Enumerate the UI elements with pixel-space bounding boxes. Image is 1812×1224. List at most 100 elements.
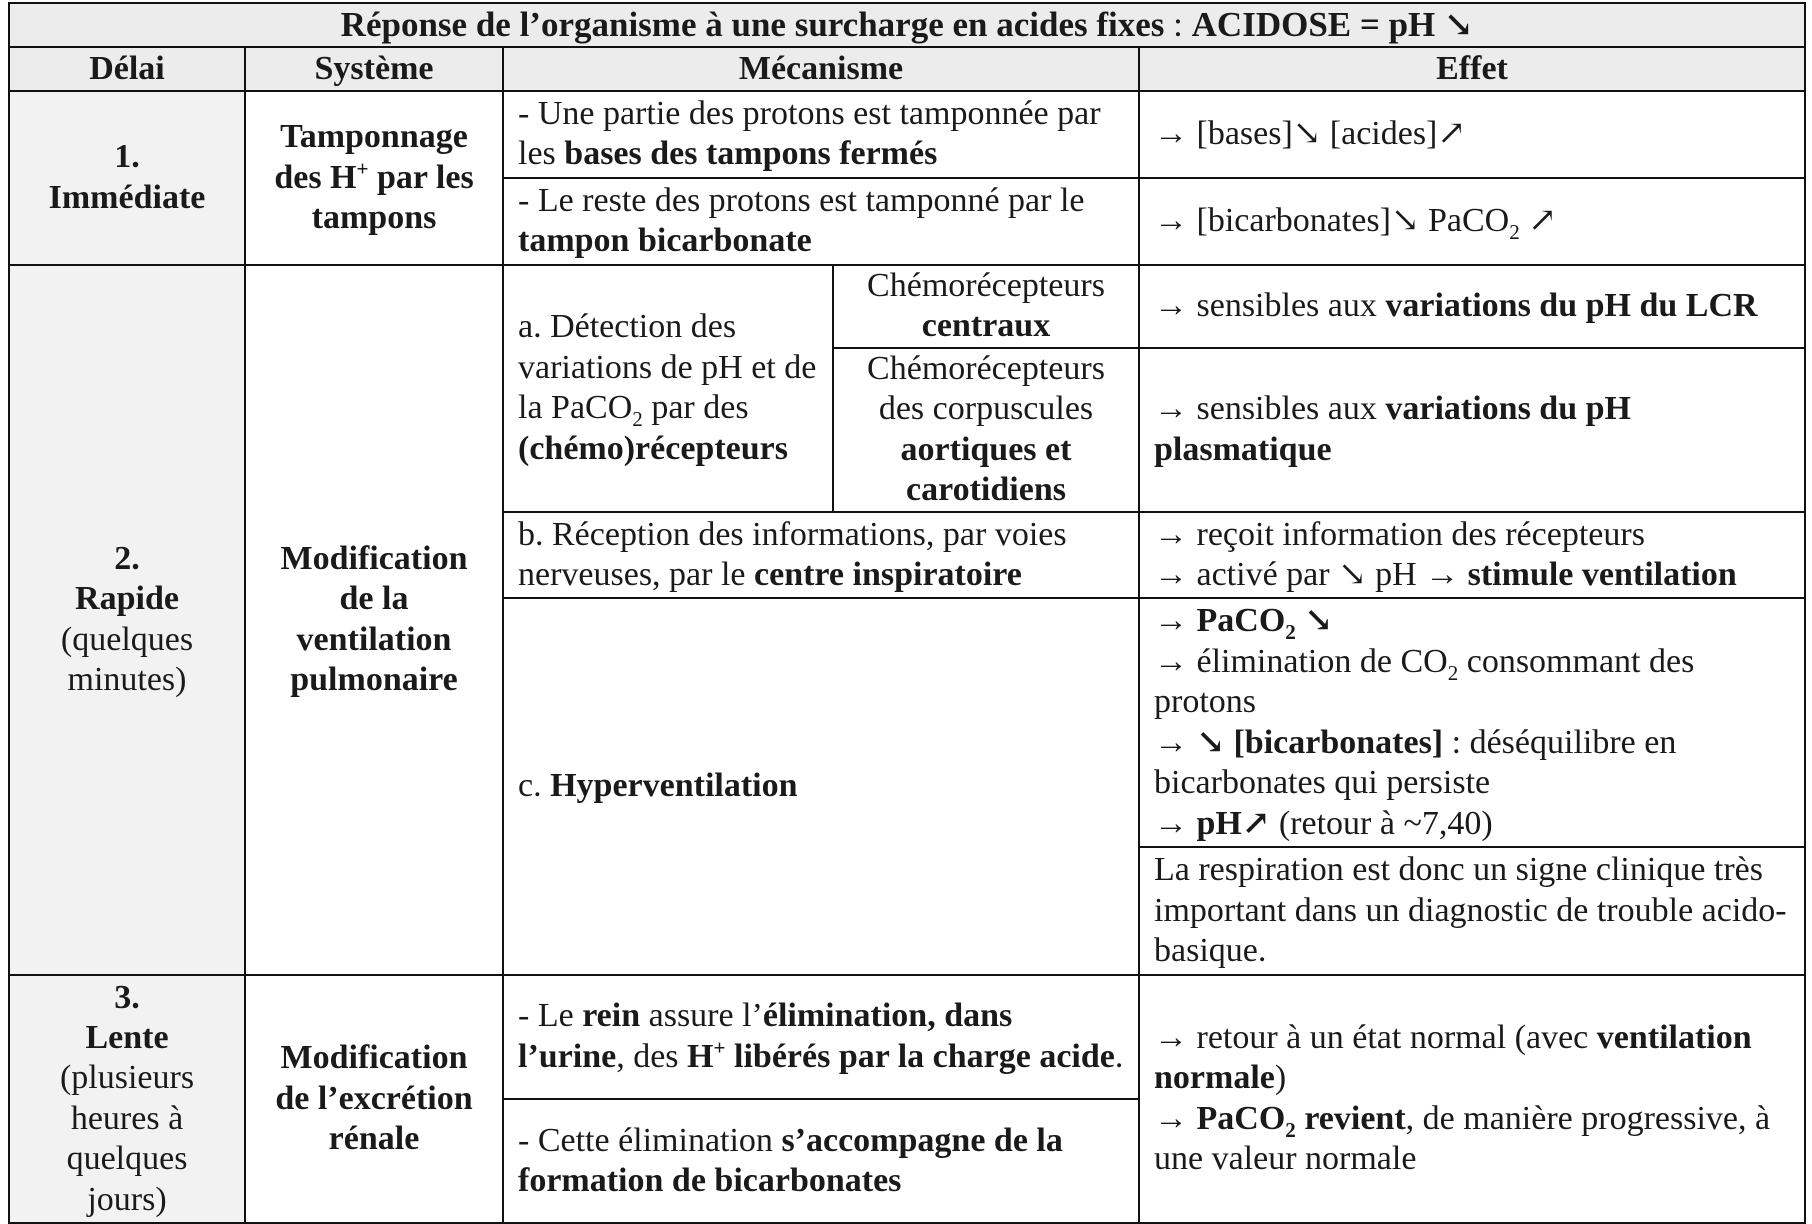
row2-sys-a: Modification bbox=[280, 539, 468, 577]
row2-systeme: Modification de la ventilation pulmonair… bbox=[244, 263, 504, 976]
row1-delai: 1. Immédiate bbox=[8, 90, 246, 266]
row2-delai-label: Rapide bbox=[75, 580, 179, 618]
row1-mech2-text: - Le reste des protons est tamponné par … bbox=[518, 181, 1085, 219]
row1-mech2: - Le reste des protons est tamponné par … bbox=[502, 176, 1140, 266]
row1-effet2-sub: 2 bbox=[1509, 219, 1520, 244]
row3-sys-a: Modification bbox=[280, 1039, 468, 1077]
row2-chemo2-effet: → sensibles aux variations du pH plasmat… bbox=[1137, 346, 1807, 513]
row3-sys-b: de l’excrétion bbox=[275, 1079, 473, 1117]
row2-reception-effet-l1: → reçoit information des récepteurs bbox=[1154, 515, 1645, 553]
row1-sys-sup: + bbox=[356, 156, 369, 181]
row1-mech1-bold: bases des tampons fermés bbox=[564, 135, 938, 173]
row1-delai-num: 1. bbox=[114, 138, 140, 176]
row3-delai: 3. Lente (plusieurs heures à quelques jo… bbox=[8, 973, 246, 1224]
row2-reception-text: b. Réception des informations, par voies… bbox=[518, 515, 1067, 593]
row2-reception-bold: centre inspiratoire bbox=[754, 555, 1022, 593]
row1-effet2: → [bicarbonates]↘ PaCO2 ↗ bbox=[1137, 176, 1807, 266]
row3-mech1-t2: assure l’ bbox=[640, 997, 763, 1035]
row1-effet2-a: → [bicarbonates]↘ PaCO bbox=[1154, 202, 1510, 240]
row2-detection-a: a. Détection des variations de pH et de … bbox=[518, 308, 817, 427]
hyper-effet-l4b: (retour à ~7,40) bbox=[1270, 804, 1493, 842]
row3-mech1-b4: libérés par la charge acide bbox=[725, 1037, 1115, 1075]
row3-delai-num: 3. bbox=[114, 978, 140, 1016]
hyper-effet-l1a: → PaCO bbox=[1154, 602, 1286, 640]
row3-mech2-bold: s’accompagne de la formation de bicarbon… bbox=[518, 1121, 1063, 1200]
row3-delai-p1: (plusieurs bbox=[59, 1059, 195, 1097]
title-prefix: Réponse de l’organisme à une surcharge e… bbox=[340, 4, 1165, 44]
row3-effet-l1a: → retour à un état normal (avec bbox=[1154, 1018, 1597, 1056]
row1-mech1: - Une partie des protons est tamponnée p… bbox=[502, 90, 1140, 179]
header-systeme: Système bbox=[244, 46, 504, 92]
row1-sys-b2: par les bbox=[368, 158, 474, 196]
row2-detection-sub: 2 bbox=[632, 406, 643, 431]
row2-delai-num: 2. bbox=[114, 539, 140, 577]
row2-chemo1-effet-text: → sensibles aux bbox=[1154, 287, 1386, 325]
title-separator: : bbox=[1164, 4, 1192, 44]
hyper-effet-l2b: consommant des protons bbox=[1154, 642, 1695, 721]
row1-sys-a: Tamponnage bbox=[280, 118, 468, 156]
row2-note: La respiration est donc un signe cliniqu… bbox=[1137, 846, 1807, 976]
row3-effet-l1c: ) bbox=[1274, 1059, 1287, 1097]
row1-sys-b1: des H bbox=[274, 158, 357, 196]
table-title: Réponse de l’organisme à une surcharge e… bbox=[7, 2, 1807, 48]
row3-delai-p3: quelques bbox=[66, 1140, 188, 1178]
row2-reception-effet-l2a: → activé par ↘ pH → bbox=[1154, 555, 1468, 593]
row3-mech1-b3: H bbox=[687, 1037, 714, 1075]
row2-detection-bold: (chémo)récepteurs bbox=[518, 429, 788, 467]
row3-mech1-t4: . bbox=[1114, 1037, 1124, 1075]
row2-sys-b: de la bbox=[339, 580, 409, 618]
row1-mech2-bold: tampon bicarbonate bbox=[518, 222, 812, 260]
row3-sys-c: rénale bbox=[328, 1120, 420, 1158]
row2-reception-effet-l2b: stimule ventilation bbox=[1467, 555, 1737, 593]
row1-effet2-b: ↗ bbox=[1519, 202, 1557, 240]
row2-detection-b: par des bbox=[642, 389, 749, 427]
row2-hyper-effet: → PaCO2 ↘ → élimination de CO2 consomman… bbox=[1137, 597, 1807, 849]
row3-delai-p4: jours) bbox=[87, 1180, 167, 1218]
row2-sys-d: pulmonaire bbox=[290, 661, 458, 699]
row3-mech1-t1: - Le bbox=[518, 997, 583, 1035]
row1-delai-label: Immédiate bbox=[48, 178, 206, 216]
row1-mech1-text: - Une partie des protons est tamponnée p… bbox=[518, 95, 1101, 173]
row3-mech1-b2: élimination, dans l’urine bbox=[518, 997, 1013, 1075]
row2-hyper-text: c. bbox=[518, 767, 551, 805]
row2-chemo2-effet-bold: variations du pH plasmatique bbox=[1154, 390, 1631, 468]
acidosis-response-table: Réponse de l’organisme à une surcharge e… bbox=[7, 2, 1807, 1224]
title-suffix: ACIDOSE = pH ↘ bbox=[1191, 4, 1474, 44]
row2-chemo1-effet: → sensibles aux variations du pH du LCR bbox=[1137, 263, 1807, 349]
row2-chemo1-effet-bold: variations du pH du LCR bbox=[1385, 287, 1758, 325]
header-mecanisme: Mécanisme bbox=[502, 46, 1140, 92]
row2-chemo2-bold: aortiques et carotidiens bbox=[900, 430, 1072, 509]
row2-sys-c: ventilation bbox=[296, 620, 452, 658]
row3-delai-label: Lente bbox=[85, 1018, 169, 1056]
hyper-effet-l4a: → pH↗ bbox=[1154, 804, 1271, 842]
row3-effet-l1b: ventilation normale bbox=[1154, 1018, 1752, 1097]
row3-mech2-text: - Cette élimination bbox=[518, 1121, 782, 1159]
hyper-effet-l3a: → ↘ [bicarbonates] bbox=[1154, 723, 1444, 761]
hyper-effet-l1sub: 2 bbox=[1285, 620, 1296, 645]
row2-hyperventilation: c. Hyperventilation bbox=[502, 597, 1140, 976]
row1-systeme: Tamponnage des H+ par les tampons bbox=[244, 90, 504, 266]
header-effet: Effet bbox=[1137, 46, 1807, 92]
hyper-effet-l2a: → élimination de CO bbox=[1154, 642, 1448, 680]
row3-delai-p2: heures à bbox=[70, 1099, 184, 1137]
row3-mech2: - Cette élimination s’accompagne de la f… bbox=[502, 1097, 1140, 1224]
row2-detection: a. Détection des variations de pH et de … bbox=[502, 263, 834, 513]
row3-mech1-t3: , des bbox=[616, 1037, 688, 1075]
row2-reception: b. Réception des informations, par voies… bbox=[502, 510, 1140, 600]
row2-chemo1-bold: centraux bbox=[921, 307, 1051, 345]
row1-sys-c: tampons bbox=[311, 199, 437, 237]
row3-mech1: - Le rein assure l’élimination, dans l’u… bbox=[502, 973, 1140, 1100]
row3-effet-l2c: , de manière progressive, à une valeur n… bbox=[1154, 1099, 1771, 1178]
row2-chemo1-text: Chémorécepteurs bbox=[867, 266, 1105, 304]
header-delai: Délai bbox=[8, 46, 246, 92]
row2-chemo2-t1: Chémorécepteurs bbox=[867, 349, 1105, 387]
row3-effet-l2a: → PaCO bbox=[1154, 1099, 1286, 1137]
row2-reception-effet: → reçoit information des récepteurs→ act… bbox=[1137, 510, 1807, 600]
row2-chemo2-effet-text: → sensibles aux bbox=[1154, 390, 1386, 428]
hyper-effet-l1b: ↘ bbox=[1295, 602, 1333, 640]
row2-delai-p1: (quelques bbox=[60, 620, 194, 658]
row3-mech1-sup: + bbox=[713, 1035, 726, 1060]
row3-effet-l2sub: 2 bbox=[1285, 1117, 1296, 1142]
